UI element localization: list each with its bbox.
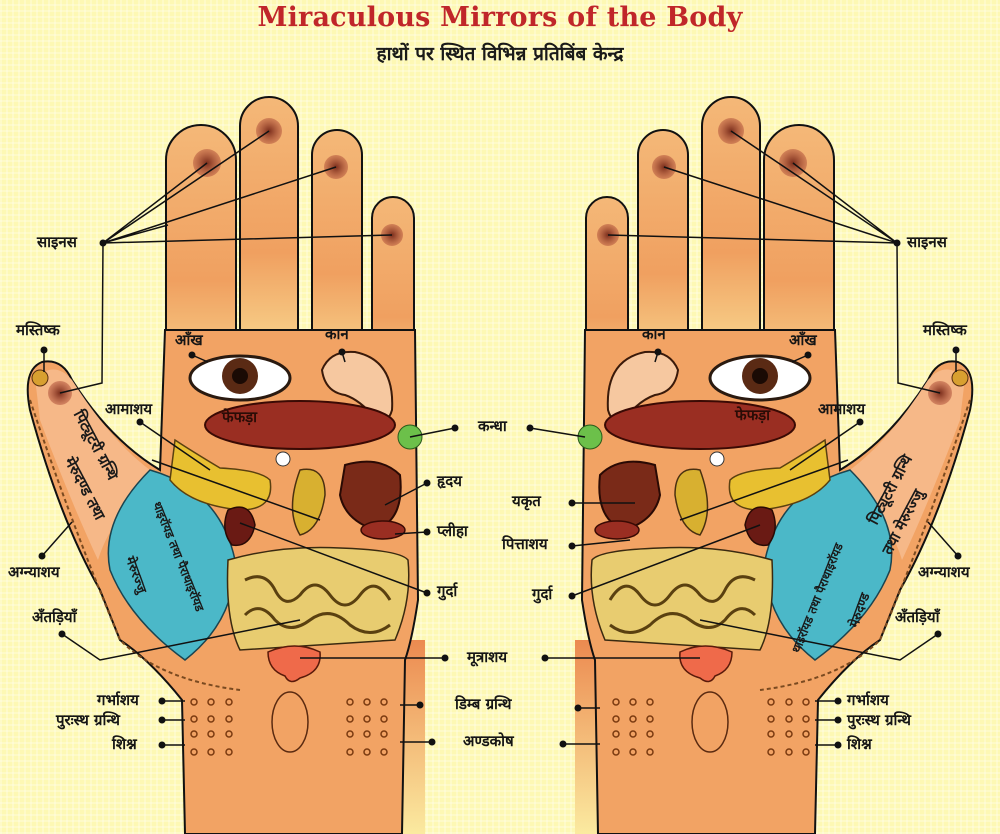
left-pancreas-label: अग्न्याशय bbox=[8, 563, 60, 581]
left-stomach-label: आमाशय bbox=[105, 400, 153, 418]
leader-lines bbox=[41, 130, 959, 746]
right-ear-label: कान bbox=[642, 325, 666, 343]
right-pancreas-label: अग्न्याशय bbox=[918, 563, 970, 581]
right-prostate-label: पुरःस्थ ग्रन्थि bbox=[847, 711, 911, 729]
right-penis-label: शिश्न bbox=[847, 735, 872, 753]
ovary-label: डिम्ब ग्रन्थि bbox=[455, 695, 512, 713]
page-title: Miraculous Mirrors of the Body bbox=[257, 2, 743, 33]
kidney-right-label: गुर्दा bbox=[532, 585, 553, 603]
spleen-label: प्लीहा bbox=[437, 522, 468, 540]
left-penis-label: शिश्न bbox=[112, 735, 137, 753]
gallbladder-label: पित्ताशय bbox=[502, 535, 548, 553]
heart-label: हृदय bbox=[437, 472, 462, 490]
right-brain-label: मस्तिष्क bbox=[923, 321, 967, 339]
bladder-label: मूत्राशय bbox=[467, 648, 508, 666]
liver-label: यकृत bbox=[512, 492, 541, 510]
left-sinus-label: साइनस bbox=[37, 233, 77, 251]
left-eye-label: आँख bbox=[175, 331, 203, 349]
right-lungs-text: फेफड़ा bbox=[735, 406, 771, 424]
right-stomach-label: आमाशय bbox=[818, 400, 866, 418]
left-intestines-label: अँतड़ियाँ bbox=[32, 608, 77, 626]
right-intestines-label: अँतड़ियाँ bbox=[895, 608, 940, 626]
left-prostate-label: पुरःस्थ ग्रन्थि bbox=[56, 711, 120, 729]
kidney-left-label: गुर्दा bbox=[437, 582, 458, 600]
right-uterus-label: गर्भाशय bbox=[847, 691, 889, 709]
shoulder-label: कन्धा bbox=[478, 417, 507, 435]
right-eye-label: आँख bbox=[789, 331, 817, 349]
left-brain-label: मस्तिष्क bbox=[16, 321, 60, 339]
left-uterus-label: गर्भाशय bbox=[97, 691, 139, 709]
right-sinus-label: साइनस bbox=[907, 233, 947, 251]
left-lungs-text: फेफड़ा bbox=[222, 408, 258, 426]
page-subtitle: हाथों पर स्थित विभिन्न प्रतिबिंब केन्द्र bbox=[376, 43, 624, 65]
left-ear-label: कान bbox=[325, 325, 349, 343]
testes-label: अण्डकोष bbox=[463, 732, 514, 750]
leader-dots bbox=[38, 239, 962, 749]
